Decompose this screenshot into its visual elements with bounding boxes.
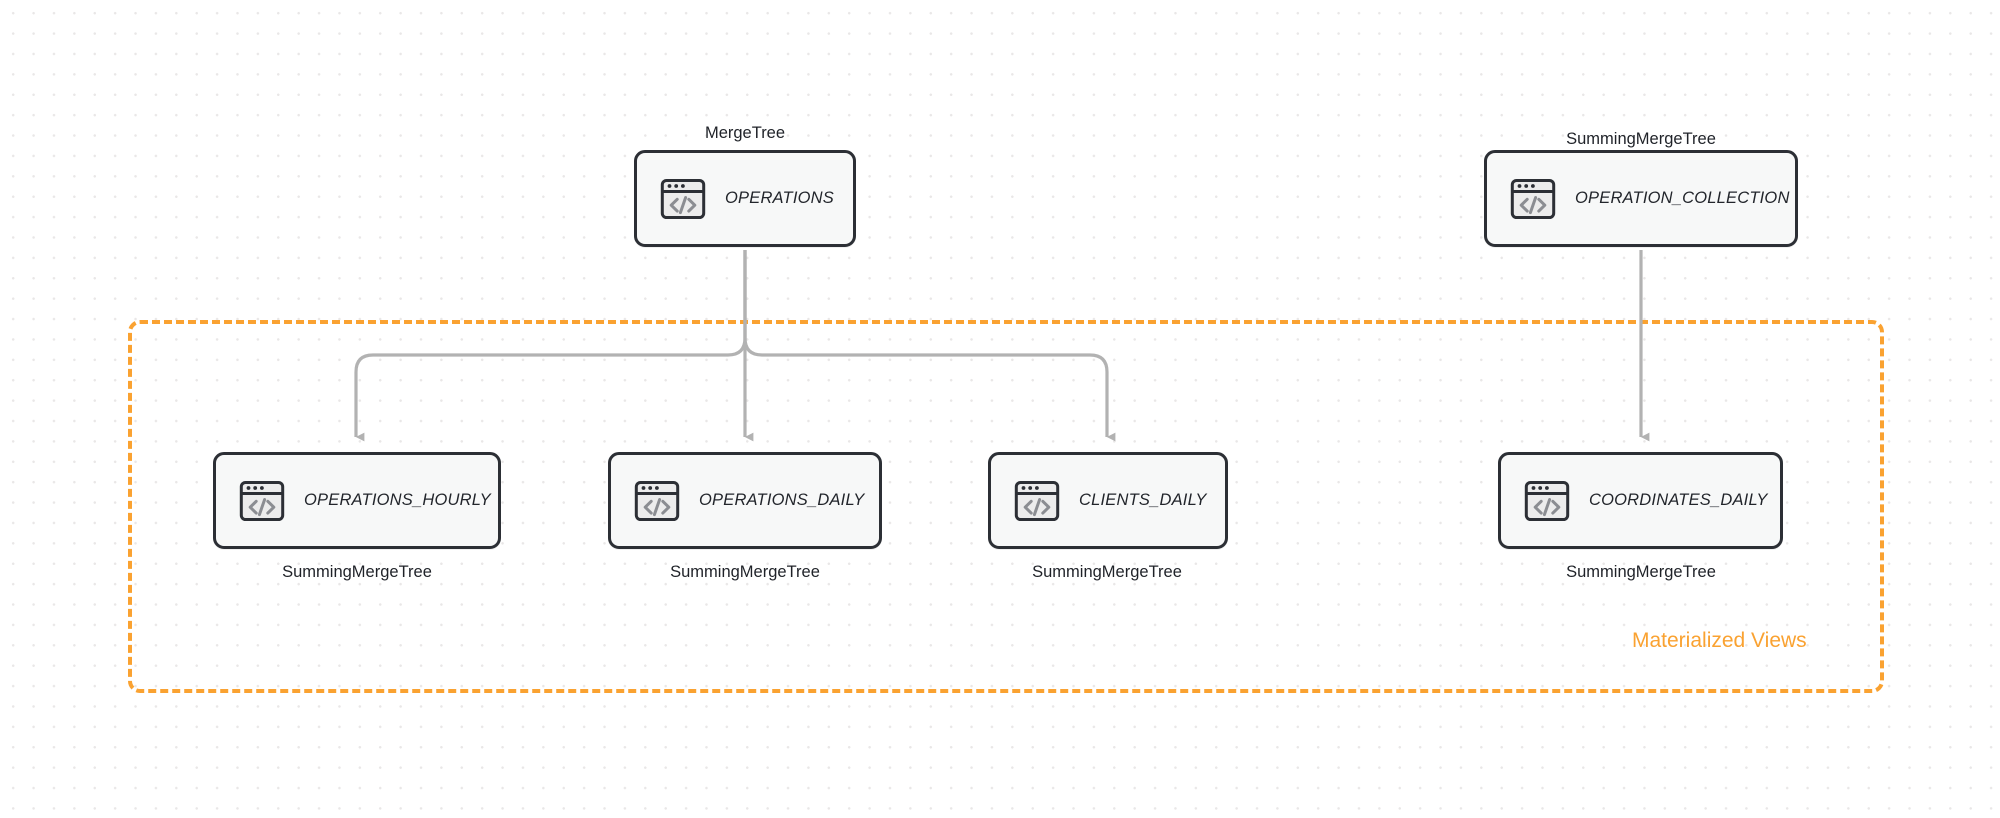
node-operation-collection[interactable]: OPERATION_COLLECTION: [1484, 150, 1798, 247]
node-operation-collection-label: OPERATION_COLLECTION: [1575, 189, 1790, 207]
node-operations-daily[interactable]: OPERATIONS_DAILY: [608, 452, 882, 549]
node-clients-daily[interactable]: CLIENTS_DAILY: [988, 452, 1228, 549]
node-operations[interactable]: OPERATIONS: [634, 150, 856, 247]
caption-coordinates-daily-engine: SummingMergeTree: [1566, 563, 1716, 581]
node-coordinates-daily-label: COORDINATES_DAILY: [1589, 491, 1768, 509]
node-clients-daily-label: CLIENTS_DAILY: [1079, 491, 1207, 509]
caption-operations-engine: MergeTree: [704, 124, 786, 142]
code-window-icon: [659, 175, 707, 223]
code-window-icon: [238, 477, 286, 525]
code-window-icon: [633, 477, 681, 525]
node-operations-label: OPERATIONS: [725, 189, 834, 207]
caption-operations-daily-engine: SummingMergeTree: [670, 563, 820, 581]
materialized-views-group-label: Materialized Views: [1632, 629, 1807, 652]
node-coordinates-daily[interactable]: COORDINATES_DAILY: [1498, 452, 1783, 549]
node-operations-daily-label: OPERATIONS_DAILY: [699, 491, 865, 509]
code-window-icon: [1013, 477, 1061, 525]
caption-clients-daily-engine: SummingMergeTree: [1032, 563, 1182, 581]
code-window-icon: [1523, 477, 1571, 525]
node-operations-hourly[interactable]: OPERATIONS_HOURLY: [213, 452, 501, 549]
caption-operations-hourly-engine: SummingMergeTree: [282, 563, 432, 581]
node-operations-hourly-label: OPERATIONS_HOURLY: [304, 491, 491, 509]
code-window-icon: [1509, 175, 1557, 223]
caption-operation-collection-engine: SummingMergeTree: [1566, 130, 1716, 148]
